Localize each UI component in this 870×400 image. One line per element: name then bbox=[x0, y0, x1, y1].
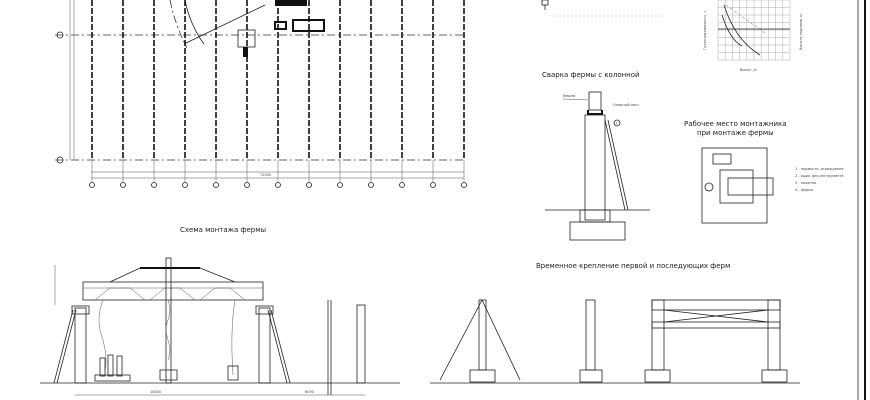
axis-bubble bbox=[244, 182, 250, 188]
welding-detail: Ферма Опорный лист 1 bbox=[545, 91, 650, 241]
span-dimension: 18000 bbox=[150, 390, 161, 394]
workplace-title-1: Рабочее место монтажника bbox=[684, 120, 787, 128]
welding-title: Сварка фермы с колонной bbox=[542, 71, 640, 79]
axis-bubble bbox=[182, 182, 188, 188]
chart-ylabel-right: Высота подъема, м bbox=[799, 14, 803, 50]
truss-label: Ферма bbox=[563, 94, 575, 98]
chart-xlabel: Вылет, м bbox=[740, 68, 757, 72]
truss-elevation: 18000 6000 bbox=[40, 257, 400, 396]
legend-item: 3 - колонна bbox=[795, 181, 816, 185]
axis-bubble bbox=[120, 182, 126, 188]
truss-scheme-title: Схема монтажа фермы bbox=[180, 226, 266, 234]
legend-item: 2 - ящик для инструмента bbox=[795, 174, 844, 178]
axis-bubble bbox=[306, 182, 312, 188]
workplace-title-2: при монтаже фермы bbox=[697, 129, 774, 137]
axis-bubble bbox=[399, 182, 405, 188]
chart-ylabel-left: Грузоподъемность, т bbox=[703, 11, 707, 50]
plan-total-dimension: 72000 bbox=[260, 173, 271, 177]
crane-capacity-chart: Вылет, м Грузоподъемность, т Высота подъ… bbox=[703, 0, 803, 72]
erection-plan: 72000 bbox=[55, 0, 467, 188]
axis-bubble bbox=[56, 156, 64, 164]
axis-bubble bbox=[151, 182, 157, 188]
spacing-dimension: 6000 bbox=[305, 390, 314, 394]
legend-item: 1 - подмости, ограждение bbox=[795, 167, 844, 171]
callout-number: 1 bbox=[616, 122, 618, 126]
axis-bubble bbox=[89, 182, 95, 188]
fastening-title: Временное крепление первой и последующих… bbox=[536, 262, 730, 270]
legend-item: 4 - ферма bbox=[795, 188, 813, 192]
workplace-detail bbox=[701, 147, 774, 224]
axis-bubble bbox=[337, 182, 343, 188]
axis-bubble bbox=[56, 31, 64, 39]
axis-bubble bbox=[213, 182, 219, 188]
axis-bubble bbox=[275, 182, 281, 188]
sling-detail bbox=[541, 0, 549, 6]
fastening-details bbox=[430, 299, 800, 384]
workplace-legend: 1 - подмости, ограждение 2 - ящик для ин… bbox=[795, 167, 844, 192]
plate-label: Опорный лист bbox=[613, 103, 639, 107]
axis-bubble bbox=[368, 182, 374, 188]
axis-bubble bbox=[430, 182, 436, 188]
axis-bubble bbox=[461, 182, 467, 188]
